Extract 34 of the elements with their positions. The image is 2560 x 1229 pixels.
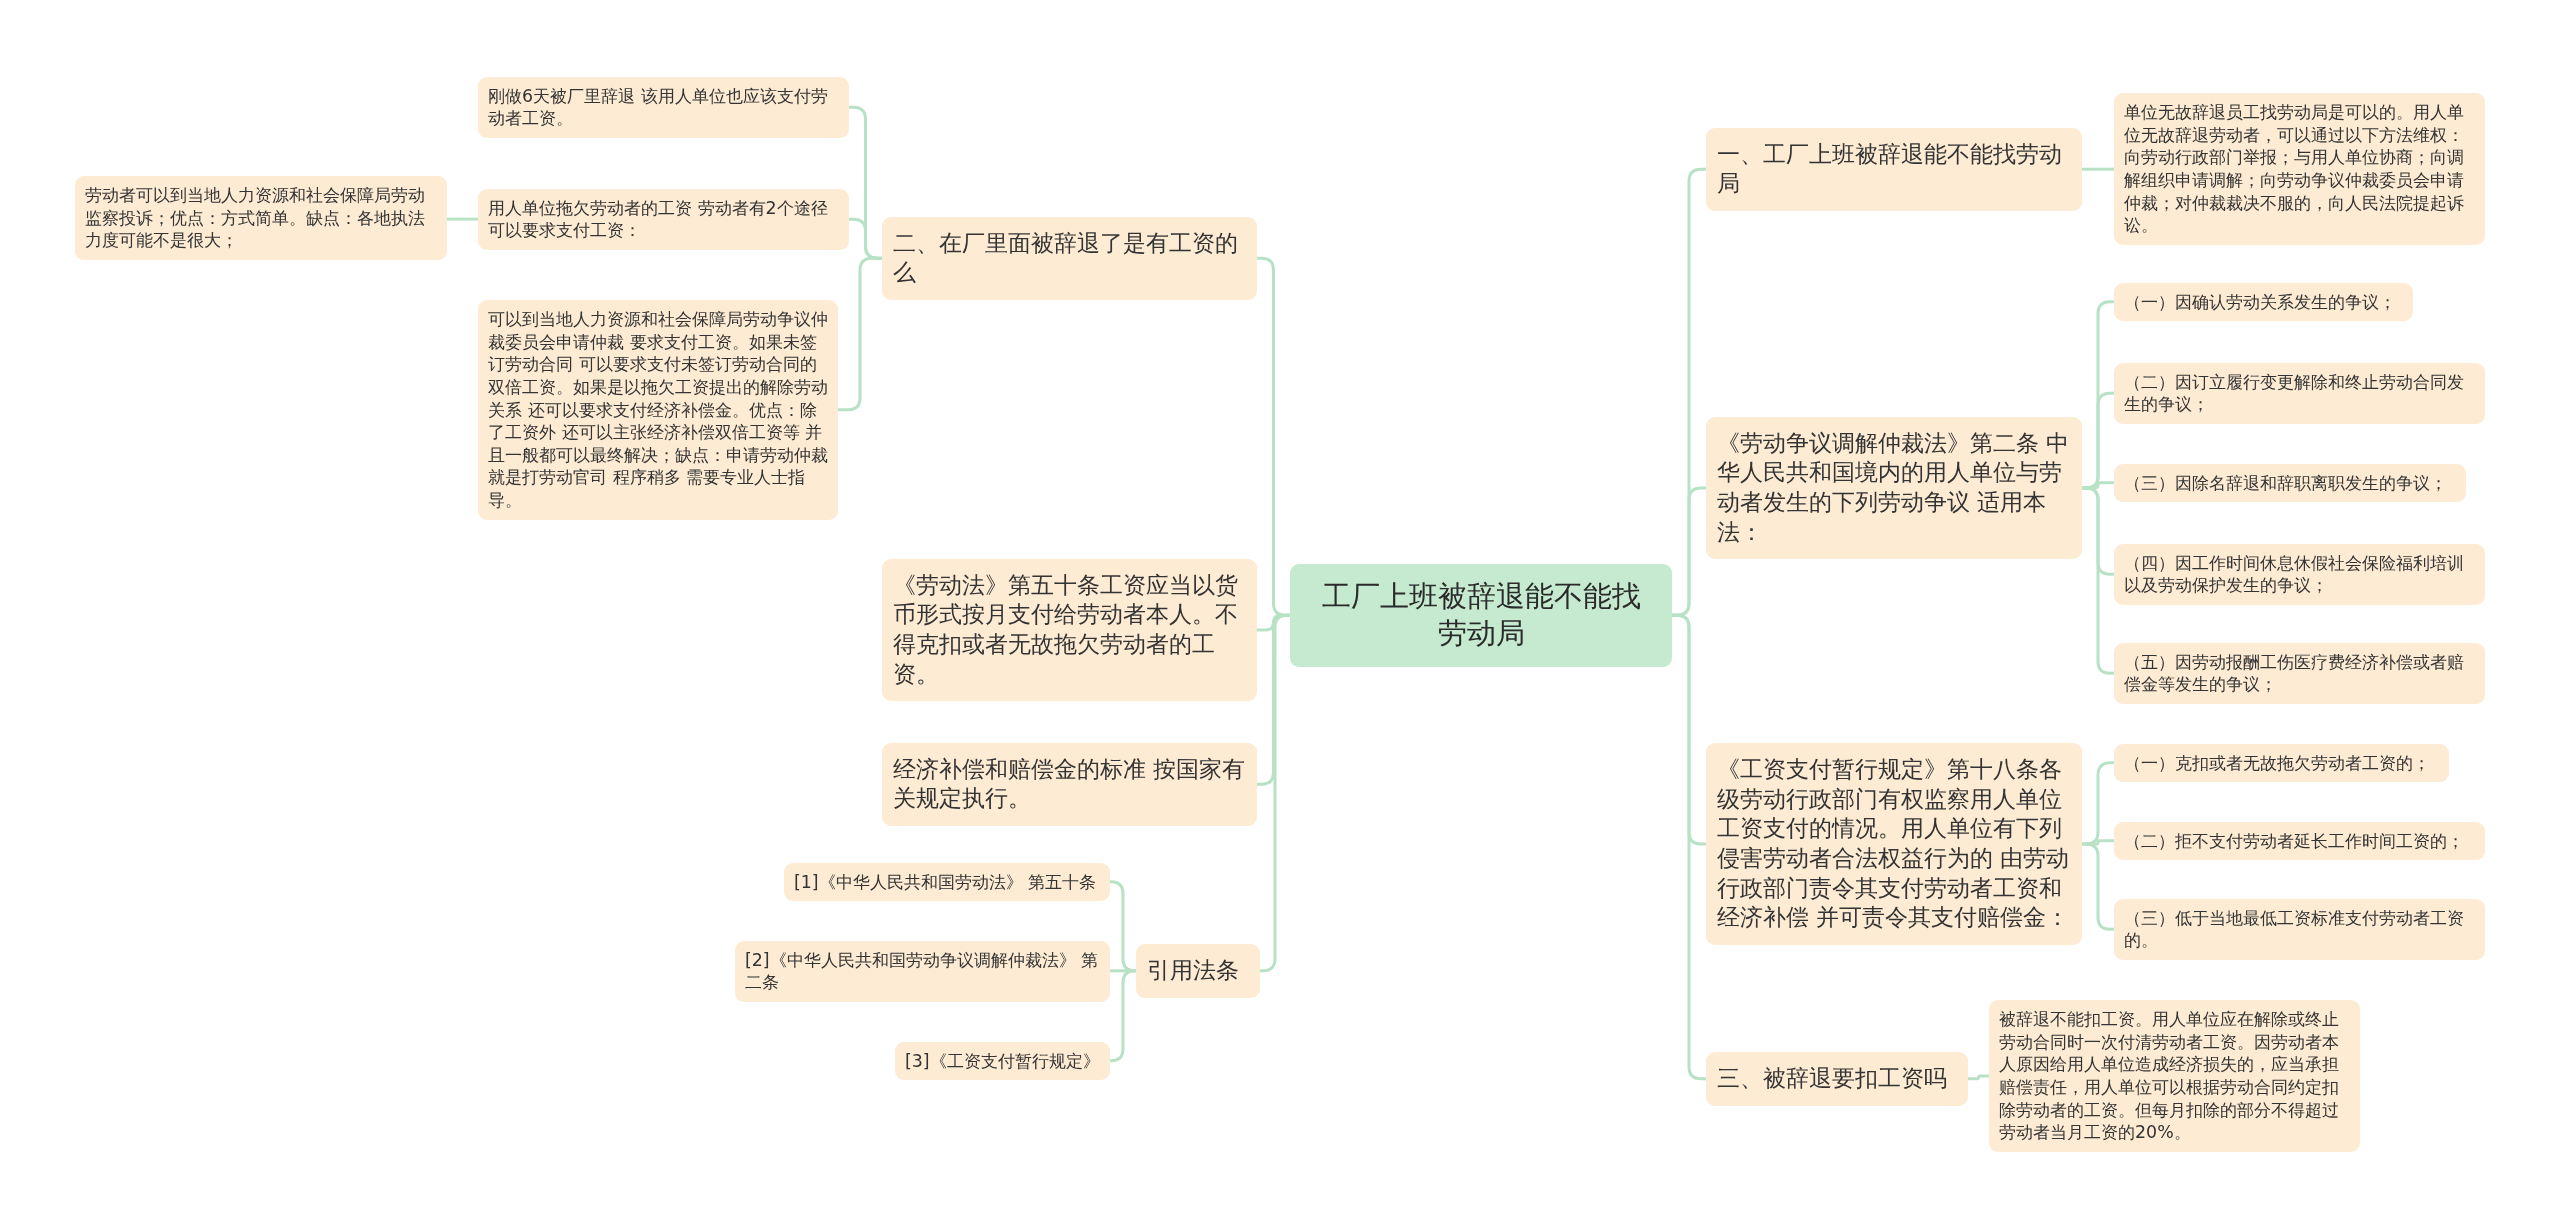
topic-box: 三、被辞退要扣工资吗 bbox=[1706, 1052, 1968, 1106]
subtopic-box: （三）低于当地最低工资标准支付劳动者工资的。 bbox=[2114, 898, 2485, 960]
subtopic-box: （四）因工作时间休息休假社会保险福利培训以及劳动保护发生的争议； bbox=[2114, 543, 2485, 605]
subtopic-box: （一）克扣或者无故拖欠劳动者工资的； bbox=[2114, 743, 2449, 783]
connector-line bbox=[1260, 613, 1290, 973]
topic-box: 《劳动争议调解仲裁法》第二条 中华人民共和国境内的用人单位与劳动者发生的下列劳动争议 适用本法： bbox=[1706, 416, 2082, 560]
subtopic-box: 可以到当地人力资源和社会保障局劳动争议仲裁委员会申请仲裁 要求支付工资。如果未签订劳动合同 可以要求支付未签订劳动合同的双倍工资。如果是以拖欠工资提出的解除劳动关系 还可以要求支付经济补偿金。优点：除了工资外 还可以主张经济补偿双倍工资等 并且一般都可以最终解决；缺点：申请劳动仲裁就是打劳动官司 程序稍多 需要专业人士指导。 bbox=[478, 300, 838, 520]
topic-box: 引用法条 bbox=[1136, 944, 1260, 998]
connector-line bbox=[447, 217, 478, 221]
connector-line bbox=[1110, 969, 1136, 973]
subtopic-box: （二）因订立履行变更解除和终止劳动合同发生的争议； bbox=[2114, 362, 2485, 424]
connector-line bbox=[1109, 969, 1137, 1063]
connector-line bbox=[1672, 613, 1706, 1081]
topic-box: 《劳动法》第五十条工资应当以货币形式按月支付给劳动者本人。不得克扣或者无故拖欠劳动者的工资。 bbox=[882, 558, 1257, 702]
subtopic-box: 刚做6天被厂里辞退 该用人单位也应该支付劳动者工资。 bbox=[478, 76, 849, 138]
subtopic-box: （三）因除名辞退和辞职离职发生的争议； bbox=[2114, 463, 2466, 503]
topic-box: 经济补偿和赔偿金的标准 按国家有关规定执行。 bbox=[882, 742, 1257, 826]
connector-line bbox=[838, 256, 882, 412]
topic-box: 《工资支付暂行规定》第十八条各级劳动行政部门有权监察用人单位工资支付的情况。用人单位有下列侵害劳动者合法权益行为的 由劳动行政部门责令其支付劳动者工资和经济补偿 并可责令其支付赔偿金： bbox=[1706, 743, 2082, 946]
subtopic-box: [3]《工资支付暂行规定》 bbox=[895, 1041, 1110, 1081]
central-topic: 工厂上班被辞退能不能找劳动局 bbox=[1290, 563, 1672, 667]
subtopic-box: 单位无故辞退员工找劳动局是可以的。用人单位无故辞退劳动者，可以通过以下方法维权：向劳动行政部门举报；与用人单位协商；向调解组织申请调解；向劳动争议仲裁委员会申请仲裁；对仲裁裁决不服的，向人民法院提起诉讼。 bbox=[2114, 93, 2485, 245]
subtopic-box: 被辞退不能扣工资。用人单位应在解除或终止劳动合同时一次付清劳动者工资。因劳动者本人原因给用人单位造成经济损失的，应当承担赔偿责任，用人单位可以根据劳动合同约定扣除劳动者的工资。但每月扣除的部分不得超过劳动者当月工资的20%。 bbox=[1989, 1000, 2360, 1152]
subtopic-box: （一）因确认劳动关系发生的争议； bbox=[2114, 282, 2413, 322]
subtopic-box: [2]《中华人民共和国劳动争议调解仲裁法》 第二条 bbox=[735, 940, 1110, 1002]
subtopic-box: 用人单位拖欠劳动者的工资 劳动者有2个途径可以要求支付工资： bbox=[478, 188, 849, 250]
connector-line bbox=[2082, 167, 2114, 171]
subtopic-box: （五）因劳动报酬工伤医疗费经济补偿或者赔偿金等发生的争议； bbox=[2114, 642, 2485, 704]
connector-line bbox=[1968, 1074, 1989, 1081]
topic-box: 一、工厂上班被辞退能不能找劳动局 bbox=[1706, 127, 2082, 211]
topic-box: 二、在厂里面被辞退了是有工资的么 bbox=[882, 216, 1257, 300]
subtopic-box: 劳动者可以到当地人力资源和社会保障局劳动监察投诉；优点：方式简单。缺点：各地执法力度可能不是很大； bbox=[75, 176, 447, 260]
subtopic-box: [1]《中华人民共和国劳动法》 第五十条 bbox=[784, 862, 1110, 902]
subtopic-box: （二）拒不支付劳动者延长工作时间工资的； bbox=[2114, 821, 2485, 861]
